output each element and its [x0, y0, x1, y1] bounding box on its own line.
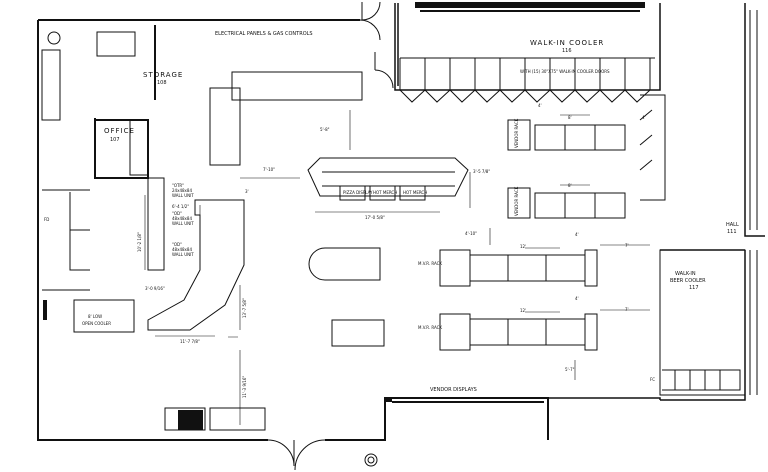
hot-merch-label-2: HOT MERCH [403, 190, 428, 195]
dim-3-5: 3'-5 7/8" [473, 169, 491, 174]
dim-12-a: 12' [520, 244, 527, 249]
dim-4-a: 4' [538, 103, 542, 108]
od-wall-unit-2: WALL UNIT [172, 252, 194, 257]
door-swing [374, 52, 394, 89]
dim-8-a: 8' [568, 115, 572, 120]
dim-11-3: 11'-3 9/16" [242, 375, 247, 398]
dim-6-4: 6'-4 1/2" [172, 204, 190, 209]
dim-5-7: 5'-7" [565, 367, 575, 372]
outer-wall-bottom-right [325, 397, 549, 441]
mvr-rack-label-1: M.V.R. RACK [418, 261, 443, 266]
dim-4-c: 4' [575, 232, 579, 237]
storage-number: 108 [157, 80, 167, 86]
bottom-wall [548, 397, 661, 400]
fd-label: FD [44, 217, 50, 222]
beer-cooler-label-2: BEER COOLER [670, 278, 706, 284]
od-size: 48x48x84 [172, 216, 193, 221]
dim-3-0: 3'-0 9/16" [145, 286, 165, 291]
door-swing [267, 439, 326, 471]
island-small [331, 319, 385, 347]
electrical-label: ELECTRICAL PANELS & GAS CONTROLS [215, 31, 313, 37]
dim-7-10: 7'-10" [263, 167, 276, 172]
cooler-doors [399, 57, 666, 201]
beer-cooler [659, 249, 746, 396]
door-swing [69, 192, 90, 271]
dim-11-7: 11'-7 7/8" [180, 339, 200, 344]
wall-unit [147, 177, 165, 271]
mvr-rack-2 [439, 313, 598, 351]
walkin-cooler-label: WALK-IN COOLER [530, 39, 605, 47]
round-island [308, 247, 381, 281]
dim-7-a: 7' [625, 243, 629, 248]
od-size-2: 48x48x84 [172, 247, 193, 252]
hall-number: 111 [727, 229, 737, 235]
fc-label: FC [650, 377, 656, 382]
vendor-rack-2 [507, 187, 626, 219]
food-island [307, 157, 469, 197]
beer-cooler-label-1: WALK-IN [675, 271, 696, 277]
hall-label: HALL [726, 222, 739, 228]
walkin-cooler-number: 116 [562, 48, 572, 54]
od-wall-unit: WALL UNIT [172, 221, 194, 226]
dim-4-d: 4' [575, 296, 579, 301]
storage-label: STORAGE [143, 71, 184, 79]
open-cooler-label-2: OPEN COOLER [82, 321, 111, 326]
dim-7-b: 7' [625, 307, 629, 312]
counter [209, 71, 363, 166]
otr-wall-unit: WALL UNIT [172, 193, 194, 198]
dim-13-7: 13'-7 5/8" [242, 298, 247, 318]
outer-wall [37, 19, 360, 441]
open-cooler [73, 299, 135, 333]
od-label: "OD" [172, 211, 182, 216]
otr-label: "OTR" [172, 183, 185, 188]
outer-wall-top-right [394, 3, 661, 91]
dim-3: 3' [245, 189, 249, 194]
mvr-rack-label-2: M.V.R. RACK [418, 325, 443, 330]
l-counter [147, 199, 245, 331]
dim-10-2: 10'-2 1/8" [137, 232, 142, 252]
vendor-displays-label: VENDOR DISPLAYS [430, 387, 477, 393]
dim-4-b: 4' [642, 115, 646, 120]
vendor-rack-label-1: VENDOR RACK [514, 118, 519, 148]
storage-wall [94, 25, 156, 179]
dim-8-b: 8' [568, 183, 572, 188]
vendor-rack-label-2: VENDOR RACK [514, 186, 519, 216]
vendor-rack-1 [507, 119, 626, 151]
office-number: 107 [110, 137, 120, 143]
open-cooler-label-1: 8' LOW [88, 314, 103, 319]
door-swing [359, 1, 381, 41]
dim-5-8: 5'-8" [320, 127, 330, 132]
otr-size: 24x48x84 [172, 188, 193, 193]
hot-merch-label-1: HOT MERCH [373, 190, 398, 195]
dim-4-10: 4'-10" [465, 231, 478, 236]
pizza-display-label: PIZZA DISPLAY [343, 190, 373, 195]
od-label-2: "OD" [172, 242, 182, 247]
beer-cooler-number: 117 [689, 285, 699, 291]
mvr-rack-1 [439, 249, 598, 287]
cooler-doors-note: WITH (15) 30"X75" WALK-IN COOLER DOORS [520, 69, 610, 74]
interior-wall-left [42, 189, 90, 291]
right-wall [660, 3, 765, 401]
dim-17-0: 17'-0 5/8" [365, 215, 385, 220]
office-label: OFFICE [104, 127, 135, 135]
dim-12-b: 12' [520, 308, 527, 313]
